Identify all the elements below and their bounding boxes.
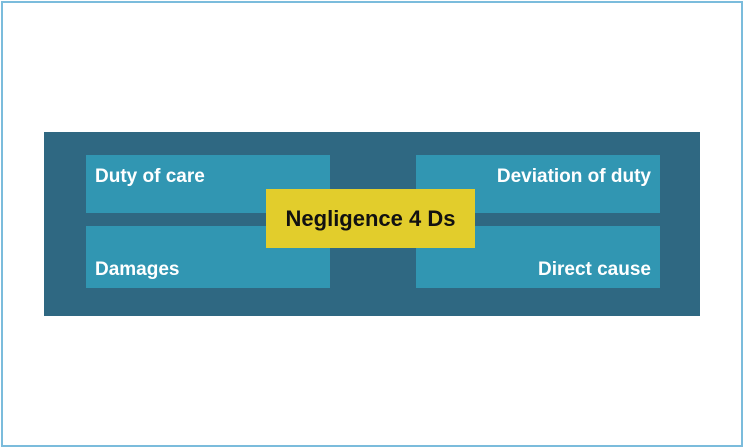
- item-duty-of-care: Duty of care: [86, 155, 330, 213]
- item-direct-cause: Direct cause: [416, 226, 660, 288]
- center-title: Negligence 4 Ds: [266, 189, 475, 248]
